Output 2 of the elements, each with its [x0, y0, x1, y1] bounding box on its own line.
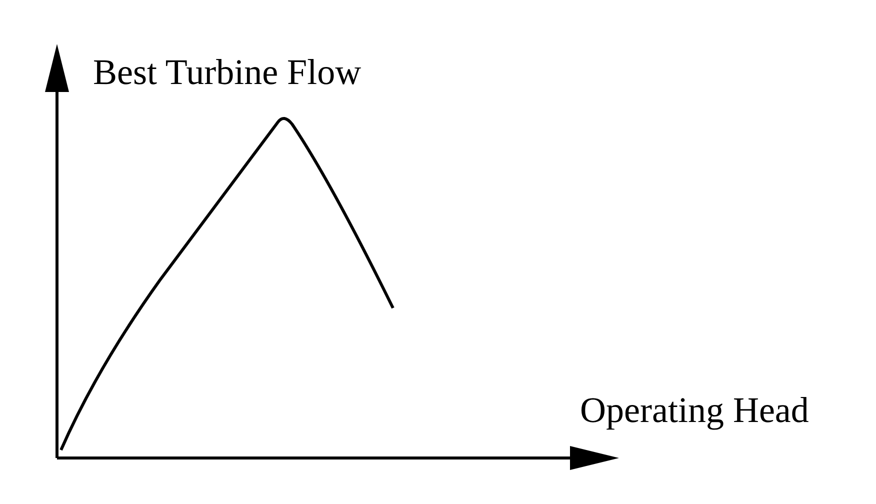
axis-label: Best Turbine Flow: [93, 54, 362, 90]
axis-label: Operating Head: [580, 392, 809, 428]
